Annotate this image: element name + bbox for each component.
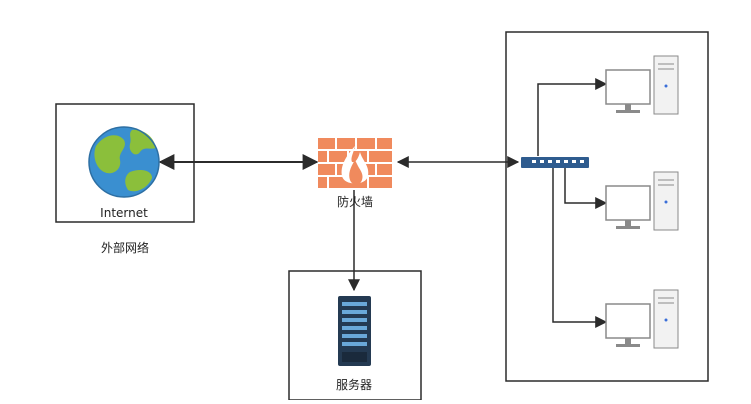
firewall-icon: [318, 138, 392, 188]
lan-box: [505, 31, 709, 382]
pc-icon: [605, 171, 679, 231]
server-icon: [338, 296, 371, 366]
link-switch-pc-1: [537, 78, 608, 156]
link-switch-pc-3: [552, 168, 608, 328]
switch-icon: [521, 157, 589, 168]
firewall-label: 防火墙: [336, 195, 374, 209]
globe-icon: [88, 126, 160, 198]
internet-label: Internet: [100, 206, 148, 220]
link-switch-pc-2: [564, 168, 608, 209]
external-network-caption: 外部网络: [100, 241, 150, 255]
pc-icon: [605, 289, 679, 349]
pc-icon: [605, 55, 679, 115]
server-label: 服务器: [335, 378, 373, 392]
